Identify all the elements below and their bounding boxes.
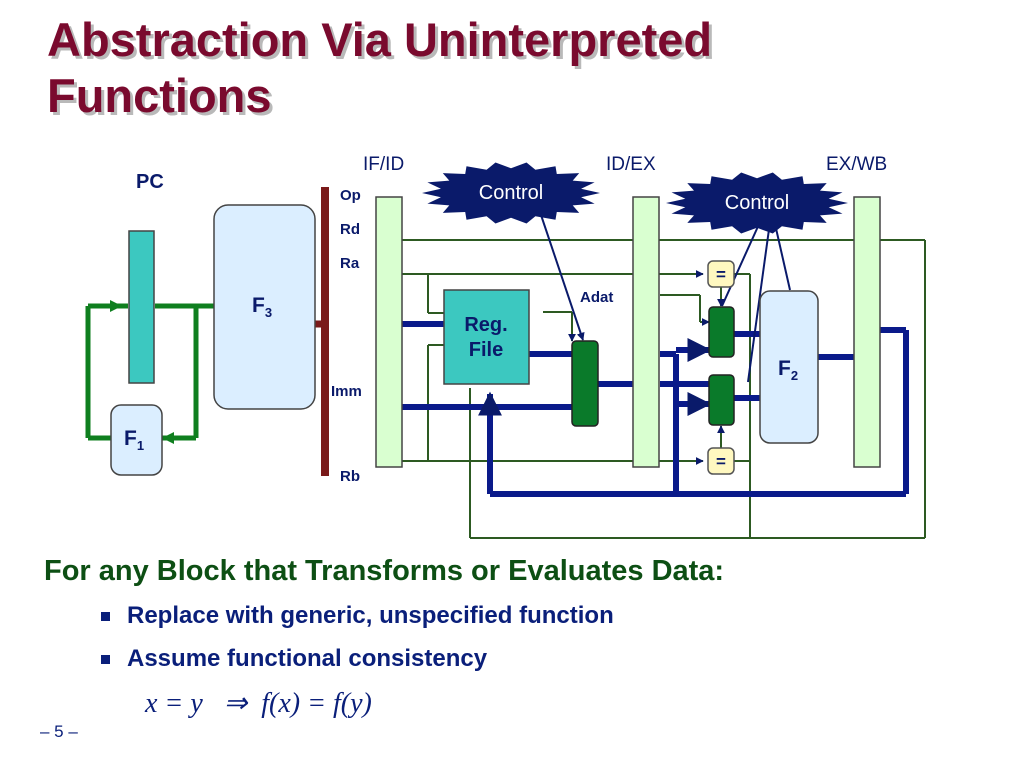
if-decode-bus xyxy=(321,187,329,476)
comparator-lower xyxy=(707,447,735,475)
pipeline-diagram: PC IF/ID ID/EX EX/WB Op Rd Ra Imm Rb Ada… xyxy=(85,154,926,539)
bullet-list: Replace with generic, unspecified functi… xyxy=(100,600,614,686)
slide-title-line-2: Functions xyxy=(47,69,272,122)
bullet-item: Assume functional consistency xyxy=(100,643,614,686)
page-number: – 5 – xyxy=(40,722,78,741)
field-label-op: Op xyxy=(340,187,361,204)
stage-label-if-id: IF/ID xyxy=(363,154,404,175)
data-buses xyxy=(402,321,909,497)
field-label-rb: Rb xyxy=(340,468,360,485)
field-label-rd: Rd xyxy=(340,221,360,238)
reg-file-block xyxy=(443,289,530,385)
comparator-symbol-upper: = xyxy=(716,265,726,284)
reg-file-label-line-1: Reg. xyxy=(464,314,507,336)
section-heading: For any Block that Transforms or Evaluat… xyxy=(44,555,725,587)
pc-loop-wires xyxy=(85,300,215,444)
pc-register xyxy=(128,230,155,384)
bullet-square-icon xyxy=(101,655,110,664)
comparator-upper xyxy=(707,260,735,288)
f2-label: F2 xyxy=(778,357,798,383)
bullet-text: Replace with generic, unspecified functi… xyxy=(127,602,614,629)
bullet-text: Assume functional consistency xyxy=(127,645,488,672)
f1-label: F1 xyxy=(124,427,144,453)
control-label-1: Control xyxy=(479,182,543,204)
control-burst-2 xyxy=(666,172,848,234)
f3-label: F3 xyxy=(252,294,272,320)
ex-wb-register xyxy=(853,196,881,468)
id-ex-register xyxy=(632,196,660,468)
consistency-formula: x = y ⇒ f(x) = f(y) xyxy=(145,688,372,719)
f3-block xyxy=(213,204,316,410)
field-label-ra: Ra xyxy=(340,255,360,272)
mux-lower xyxy=(708,374,735,426)
control-label-2: Control xyxy=(725,192,789,214)
adat-label: Adat xyxy=(580,289,613,306)
if-id-register xyxy=(375,196,403,468)
field-label-imm: Imm xyxy=(331,383,362,400)
stage-label-ex-wb: EX/WB xyxy=(826,154,887,175)
slide-title: Abstraction Via Uninterpreted Functions xyxy=(47,12,1007,124)
pc-label: PC xyxy=(136,171,164,193)
control-burst-1 xyxy=(422,162,600,224)
mux-upper xyxy=(708,306,735,358)
reg-file-label-line-2: File xyxy=(469,339,503,361)
mux-adat xyxy=(571,340,599,427)
f2-block xyxy=(759,290,819,444)
f1-block xyxy=(110,404,163,476)
bullet-item: Replace with generic, unspecified functi… xyxy=(100,600,614,643)
stage-label-id-ex: ID/EX xyxy=(606,154,656,175)
comparator-symbol-lower: = xyxy=(716,452,726,471)
bullet-square-icon xyxy=(101,612,110,621)
slide-title-line-1: Abstraction Via Uninterpreted xyxy=(47,13,713,66)
control-wires xyxy=(539,211,791,383)
